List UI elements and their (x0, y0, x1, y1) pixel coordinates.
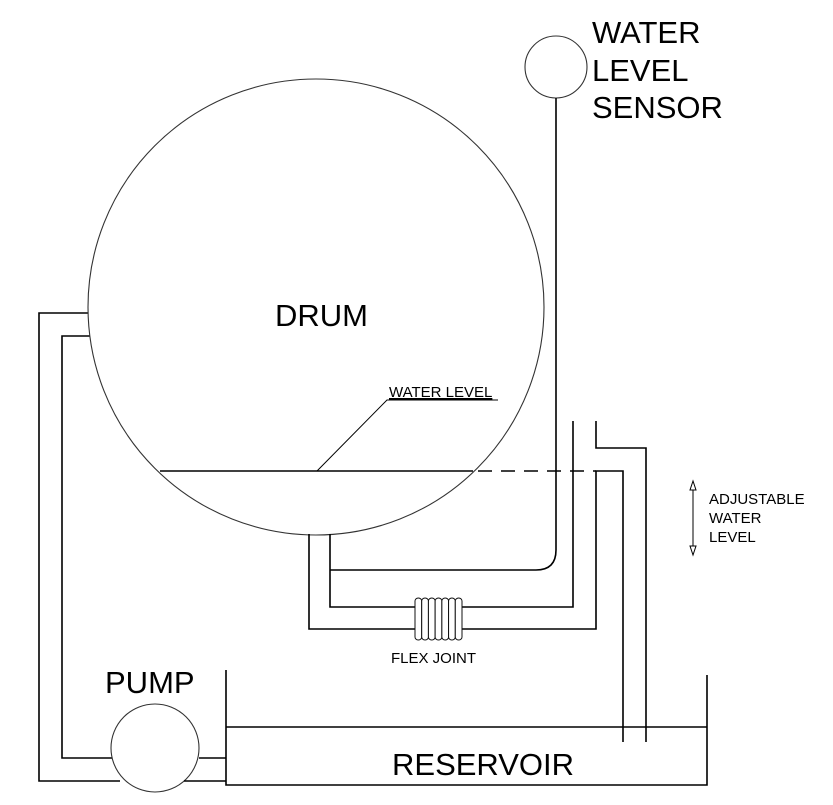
reservoir-label: RESERVOIR (392, 747, 574, 782)
flex-joint-rib (421, 597, 429, 641)
flex-joint-rib (427, 597, 436, 641)
adjustable-label-line-3: LEVEL (709, 529, 756, 546)
water-level-sensor (524, 35, 588, 99)
sensor-label-line-1: WATER (592, 15, 701, 50)
sensor-label-line-3: SENSOR (592, 90, 723, 125)
water-level-label: WATER LEVEL (389, 384, 492, 401)
reservoir (225, 670, 708, 786)
adjustable-level-arrow (689, 479, 697, 557)
supply-pipe (38, 312, 120, 782)
adjustable-label-line-1: ADJUSTABLE (709, 491, 805, 508)
flex-joint-rib (441, 597, 450, 641)
flex-joint-rib (448, 597, 456, 641)
water-level-leader (316, 399, 498, 472)
drum-label: DRUM (275, 298, 368, 333)
adjustable-label-line-2: WATER (709, 510, 762, 527)
flex-joint-rib (414, 597, 423, 641)
flex-joint-rib (434, 597, 443, 641)
pump (110, 703, 200, 793)
sensor-label-line-2: LEVEL (592, 53, 689, 88)
flex-joint-label: FLEX JOINT (391, 650, 476, 667)
flex-joint (414, 597, 463, 641)
flex-joint-rib (454, 597, 463, 641)
sensor-line (330, 98, 557, 571)
drain-pipe (308, 421, 647, 742)
drum (87, 78, 545, 536)
pump-label: PUMP (105, 665, 195, 700)
